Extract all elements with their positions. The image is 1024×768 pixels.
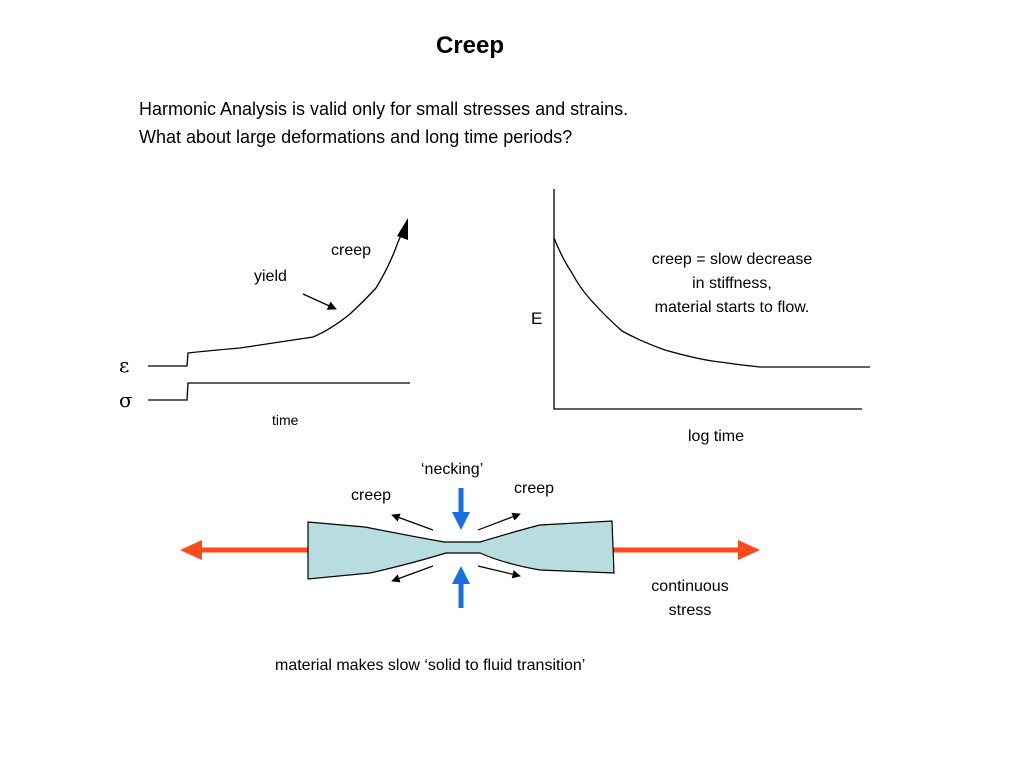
creep-note-line-1: creep = slow decrease — [651, 251, 813, 268]
modulus-axis-label: E — [531, 309, 543, 328]
right-pull-arrow — [612, 540, 760, 560]
necking-label: ‘necking’ — [421, 461, 484, 478]
intro-line-1: Harmonic Analysis is valid only for smal… — [139, 99, 629, 119]
time-axis-label: time — [272, 412, 299, 428]
left-pull-arrow — [180, 540, 310, 560]
strain-curve — [148, 241, 399, 367]
strain-curve-arrow-shaft — [397, 223, 407, 243]
continuous-stress-line-1: continuous — [651, 578, 729, 595]
creep-left-label: creep — [351, 487, 392, 504]
epsilon-label: ε — [119, 353, 130, 377]
flow-arrow-upper-right — [477, 512, 521, 531]
yield-label: yield — [254, 268, 287, 285]
modulus-decay-curve — [553, 237, 870, 368]
flow-arrow-upper-left — [391, 513, 434, 531]
transition-caption: material makes slow ‘solid to fluid tran… — [275, 657, 586, 674]
modulus-axes — [553, 189, 862, 410]
creep-note-line-2: in stiffness, — [692, 275, 772, 292]
continuous-stress-line-2: stress — [668, 602, 712, 619]
slide-title: Creep — [435, 32, 505, 59]
flow-arrow-lower-left — [391, 565, 434, 583]
intro-text: Harmonic Analysis is valid only for smal… — [139, 95, 628, 151]
intro-line-2: What about large deformations and long t… — [139, 127, 573, 147]
strain-curve-arrowhead — [397, 218, 408, 240]
creep-note-line-3: material starts to flow. — [654, 299, 810, 316]
creep-right-label: creep — [514, 480, 555, 497]
sigma-label: σ — [119, 388, 133, 412]
yield-pointer-arrow — [302, 293, 337, 310]
flow-arrow-lower-right — [477, 565, 521, 579]
stress-step — [148, 382, 410, 401]
creep-curve-label: creep — [331, 242, 372, 259]
creep-note: creep = slow decrease in stiffness, mate… — [612, 248, 852, 320]
necking-arrow-bottom — [452, 566, 470, 608]
necking-arrow-top — [452, 488, 470, 530]
necked-specimen — [307, 520, 615, 580]
continuous-stress-label: continuous stress — [630, 575, 750, 623]
log-time-axis-label: log time — [688, 428, 745, 445]
